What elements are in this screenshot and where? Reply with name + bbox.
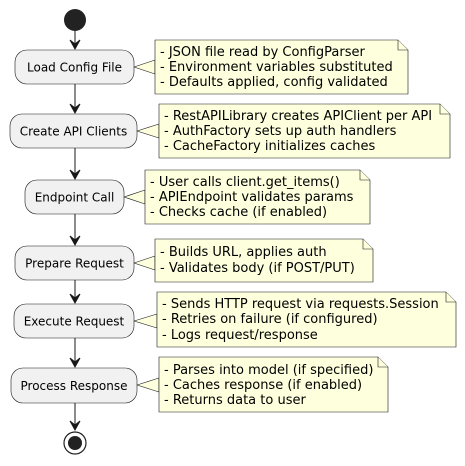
note-connector xyxy=(133,255,156,271)
note-line: - Defaults applied, config validated xyxy=(160,75,388,90)
note-connector xyxy=(136,123,160,139)
note-line: - JSON file read by ConfigParser xyxy=(160,45,365,60)
note-box xyxy=(144,169,371,225)
note-line: - Parses into model (if specified) xyxy=(164,363,373,378)
note-line: - Logs request/response xyxy=(162,328,318,343)
note-line: - AuthFactory sets up auth handlers xyxy=(164,124,397,139)
note-line: - Builds URL, applies auth xyxy=(160,245,327,260)
edges xyxy=(69,31,81,432)
node-box xyxy=(14,49,135,85)
note-line: - Returns data to user xyxy=(164,393,306,408)
note-process-response: - Parses into model (if specified) - Cac… xyxy=(158,356,389,413)
note-box xyxy=(158,356,389,413)
note-box xyxy=(154,39,409,95)
end-node-dot xyxy=(68,436,82,450)
start-node xyxy=(64,9,86,31)
note-connector xyxy=(133,59,156,75)
node-label: Prepare Request xyxy=(25,257,124,271)
note-load-config: - JSON file read by ConfigParser - Envir… xyxy=(154,39,409,95)
note-box xyxy=(158,103,451,159)
note-line: - Environment variables substituted xyxy=(160,60,393,75)
node-box xyxy=(14,245,135,281)
node-label: Execute Request xyxy=(24,315,125,329)
arrowhead xyxy=(69,420,81,432)
note-line: - APIEndpoint validates params xyxy=(150,190,354,205)
note-connectors xyxy=(123,59,160,393)
arrowhead xyxy=(69,293,81,305)
arrowhead xyxy=(69,169,81,181)
node-box xyxy=(13,303,135,339)
note-line: - Sends HTTP request via requests.Sessio… xyxy=(162,297,439,312)
note-box xyxy=(154,238,374,283)
note-connector xyxy=(123,189,146,205)
note-connector xyxy=(136,377,160,393)
node-label: Load Config File xyxy=(27,61,122,75)
note-line: - CacheFactory initializes caches xyxy=(164,139,375,154)
node-box xyxy=(9,113,138,149)
note-fold xyxy=(377,357,388,368)
arrowhead xyxy=(69,103,81,115)
note-line: - User calls client.get_items() xyxy=(150,175,340,190)
end-node xyxy=(63,431,87,455)
note-fold xyxy=(445,292,456,303)
activity-node-create-clients: Create API Clients xyxy=(9,113,138,149)
note-fold xyxy=(359,170,370,181)
note-line: - Validates body (if POST/PUT) xyxy=(160,261,355,276)
note-line: - Retries on failure (if configured) xyxy=(162,312,378,327)
activity-node-prepare-request: Prepare Request xyxy=(14,245,135,281)
arrowhead xyxy=(69,357,81,369)
note-connector xyxy=(132,313,158,329)
node-box xyxy=(24,179,125,215)
activity-node-endpoint-call: Endpoint Call xyxy=(24,179,125,215)
note-line: - RestAPILibrary creates APIClient per A… xyxy=(164,109,432,124)
note-fold xyxy=(439,104,450,115)
note-line: - Caches response (if enabled) xyxy=(164,378,362,393)
arrowhead xyxy=(69,39,81,51)
note-execute-request: - Sends HTTP request via requests.Sessio… xyxy=(156,291,457,348)
activity-node-execute-request: Execute Request xyxy=(13,303,135,339)
arrowhead xyxy=(69,235,81,247)
note-fold xyxy=(397,40,408,51)
note-prepare-request: - Builds URL, applies auth - Validates b… xyxy=(154,238,374,283)
node-label: Endpoint Call xyxy=(35,191,115,205)
note-create-clients: - RestAPILibrary creates APIClient per A… xyxy=(158,103,451,159)
note-fold xyxy=(362,239,373,250)
node-box xyxy=(10,367,138,404)
node-label: Create API Clients xyxy=(20,125,127,139)
note-box xyxy=(156,291,457,348)
activity-node-process-response: Process Response xyxy=(10,367,138,404)
node-label: Process Response xyxy=(21,379,128,393)
note-endpoint-call: - User calls client.get_items() - APIEnd… xyxy=(144,169,371,225)
note-line: - Checks cache (if enabled) xyxy=(150,205,327,220)
activity-node-load-config: Load Config File xyxy=(14,49,135,85)
